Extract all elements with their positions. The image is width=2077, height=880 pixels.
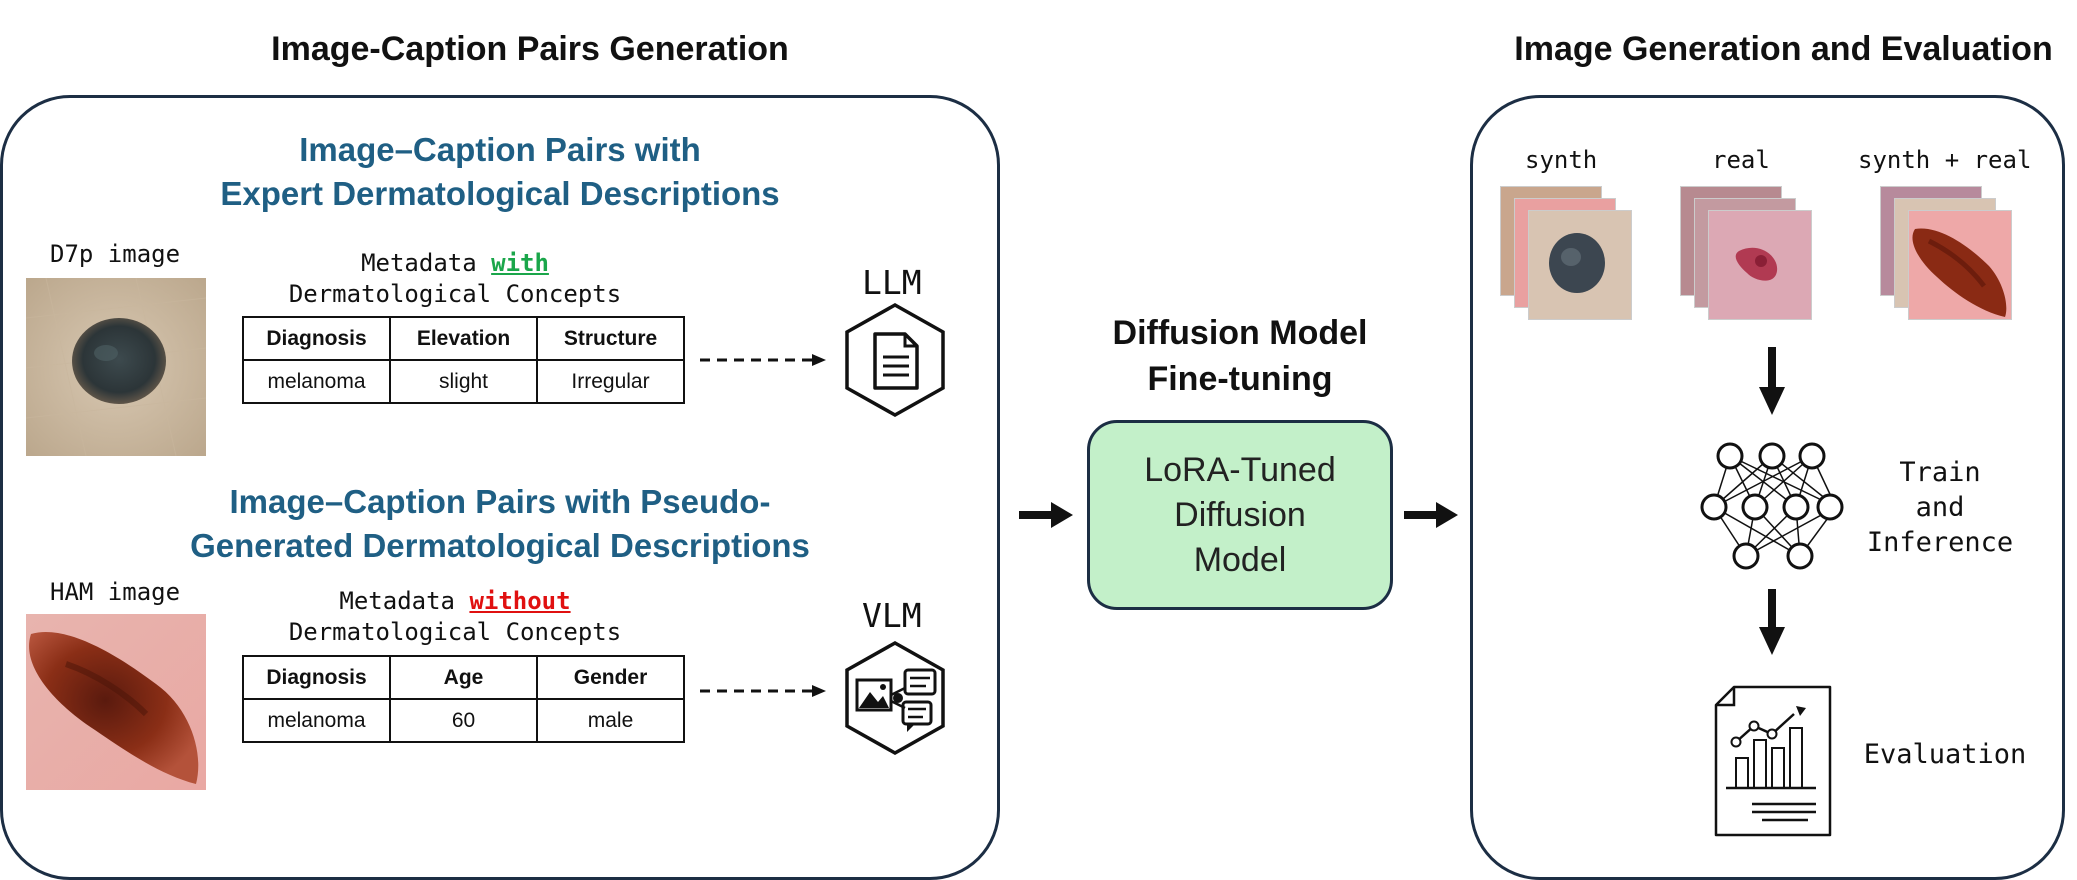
right-section-title: Image Generation and Evaluation <box>1514 30 2053 68</box>
pseudo-pairs-title: Image–Caption Pairs with Pseudo- Generat… <box>130 480 870 568</box>
d7p-lesion-image <box>26 278 206 456</box>
expert-value-diagnosis: melanoma <box>242 359 391 404</box>
expert-dashed-arrow <box>698 352 828 368</box>
expert-header-elevation: Elevation <box>389 316 538 361</box>
generation-evaluation-panel <box>1470 95 2065 880</box>
expert-pairs-title-line1: Image–Caption Pairs with <box>299 131 701 168</box>
expert-metadata-line2: Dermatological Concepts <box>288 280 622 308</box>
fine-tuning-title-line2: Fine-tuning <box>1147 360 1333 398</box>
image-chat-hexagon-icon <box>843 640 947 756</box>
expert-metadata-with: with <box>491 249 549 277</box>
pseudo-metadata-table: Diagnosis Age Gender melanoma 60 male <box>242 655 685 743</box>
expert-header-diagnosis: Diagnosis <box>242 316 391 361</box>
synth-image-stack <box>1500 186 1640 321</box>
report-chart-icon <box>1712 684 1836 838</box>
pseudo-dashed-arrow <box>698 683 828 699</box>
pseudo-metadata-prefix: Metadata <box>339 587 470 615</box>
llm-label: LLM <box>862 263 922 302</box>
pseudo-value-diagnosis: melanoma <box>242 698 391 743</box>
pseudo-header-gender: Gender <box>536 655 685 700</box>
pseudo-header-age: Age <box>389 655 538 700</box>
expert-value-elevation: slight <box>389 359 538 404</box>
pseudo-metadata-without: without <box>469 587 571 615</box>
stack-label-synth: synth <box>1525 146 1598 174</box>
left-section-title: Image-Caption Pairs Generation <box>271 30 789 68</box>
fine-tuning-title: Diffusion Model Fine-tuning <box>1080 310 1400 402</box>
expert-value-structure: Irregular <box>536 359 685 404</box>
ham-lesion-image <box>26 614 206 790</box>
fine-tuning-title-line1: Diffusion Model <box>1112 314 1368 352</box>
expert-metadata-caption: Metadata with Dermatological Concepts <box>240 248 670 310</box>
train-inference-label: Train and Inference <box>1860 455 2020 560</box>
lora-box-line2: Diffusion <box>1174 495 1306 534</box>
pseudo-value-gender: male <box>536 698 685 743</box>
lora-box-line3: Model <box>1193 540 1287 579</box>
document-hexagon-icon <box>843 302 947 418</box>
synth-real-image-stack <box>1880 186 2020 321</box>
network-to-evaluation-arrow <box>1757 587 1787 659</box>
pseudo-pairs-title-line2: Generated Dermatological Descriptions <box>190 527 810 564</box>
pseudo-metadata-caption: Metadata without Dermatological Concepts <box>240 586 670 648</box>
stack-label-synth-real: synth + real <box>1858 146 2032 174</box>
middle-to-right-arrow <box>1402 500 1460 530</box>
pseudo-metadata-line2: Dermatological Concepts <box>288 618 622 646</box>
train-label-line1: Train <box>1899 457 1981 488</box>
stacks-to-network-arrow <box>1757 345 1787 417</box>
d7p-image-label: D7p image <box>50 240 181 268</box>
expert-pairs-title: Image–Caption Pairs with Expert Dermatol… <box>130 128 870 216</box>
expert-metadata-prefix: Metadata <box>361 249 492 277</box>
lora-box-line1: LoRA-Tuned <box>1144 450 1336 489</box>
neural-network-icon <box>1700 440 1845 572</box>
lora-diffusion-model-box: LoRA-Tuned Diffusion Model <box>1087 420 1393 610</box>
left-to-middle-arrow <box>1017 500 1075 530</box>
evaluation-label: Evaluation <box>1863 739 2027 770</box>
train-label-line3: Inference <box>1866 527 2014 558</box>
ham-image-label: HAM image <box>50 578 181 606</box>
vlm-label: VLM <box>862 596 922 635</box>
real-image-stack <box>1680 186 1820 321</box>
expert-metadata-table: Diagnosis Elevation Structure melanoma s… <box>242 316 685 404</box>
pseudo-value-age: 60 <box>389 698 538 743</box>
pseudo-pairs-title-line1: Image–Caption Pairs with Pseudo- <box>229 483 771 520</box>
expert-pairs-title-line2: Expert Dermatological Descriptions <box>220 175 780 212</box>
train-label-line2: and <box>1915 492 1965 523</box>
pseudo-header-diagnosis: Diagnosis <box>242 655 391 700</box>
caption-generation-panel <box>0 95 1000 880</box>
expert-header-structure: Structure <box>536 316 685 361</box>
stack-label-real: real <box>1712 146 1770 174</box>
